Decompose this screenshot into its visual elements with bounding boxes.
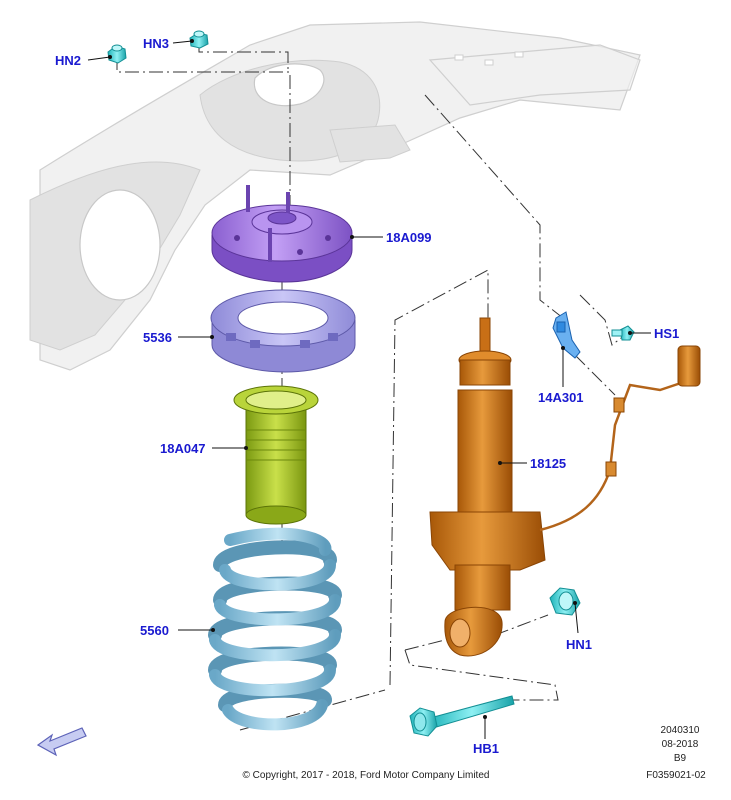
vehicle-frame (29, 21, 641, 371)
bracket-14a301 (552, 311, 581, 359)
copyright-notice: © Copyright, 2017 - 2018, Ford Motor Com… (243, 770, 490, 781)
front-arrow-icon (36, 727, 87, 757)
callout-18a047: 18A047 (160, 441, 206, 456)
leader-lines (87, 39, 651, 739)
nut-hn2 (107, 44, 127, 64)
callout-hn3: HN3 (143, 36, 169, 51)
bolt-hb1 (409, 695, 515, 737)
callout-hn2: HN2 (55, 53, 81, 68)
callout-labels: HN2 HN3 18A099 5536 18A047 18125 14A301 … (55, 36, 679, 756)
screw-hs1 (611, 325, 635, 341)
callout-hs1: HS1 (654, 326, 679, 341)
callout-5536: 5536 (143, 330, 172, 345)
callout-hn1: HN1 (566, 637, 592, 652)
meta-date: 08-2018 (662, 739, 699, 750)
meta-code: 2040310 (661, 725, 700, 736)
callout-18a099: 18A099 (386, 230, 432, 245)
bump-stop-18a047 (233, 385, 319, 525)
meta-revision: B9 (674, 753, 687, 764)
figure-id: F0359021-02 (646, 770, 706, 781)
top-mount-18a099 (211, 185, 353, 283)
callout-5560: 5560 (140, 623, 169, 638)
nut-hn1 (549, 587, 581, 616)
isolator-5536 (210, 289, 356, 373)
coil-spring-5560 (208, 527, 342, 731)
figure-metadata: 2040310 08-2018 B9 F0359021-02 © Copyrig… (243, 725, 707, 781)
callout-14a301: 14A301 (538, 390, 584, 405)
shock-absorber-18125 (429, 317, 701, 657)
callout-18125: 18125 (530, 456, 566, 471)
nut-hn3 (189, 30, 209, 49)
callout-hb1: HB1 (473, 741, 499, 756)
